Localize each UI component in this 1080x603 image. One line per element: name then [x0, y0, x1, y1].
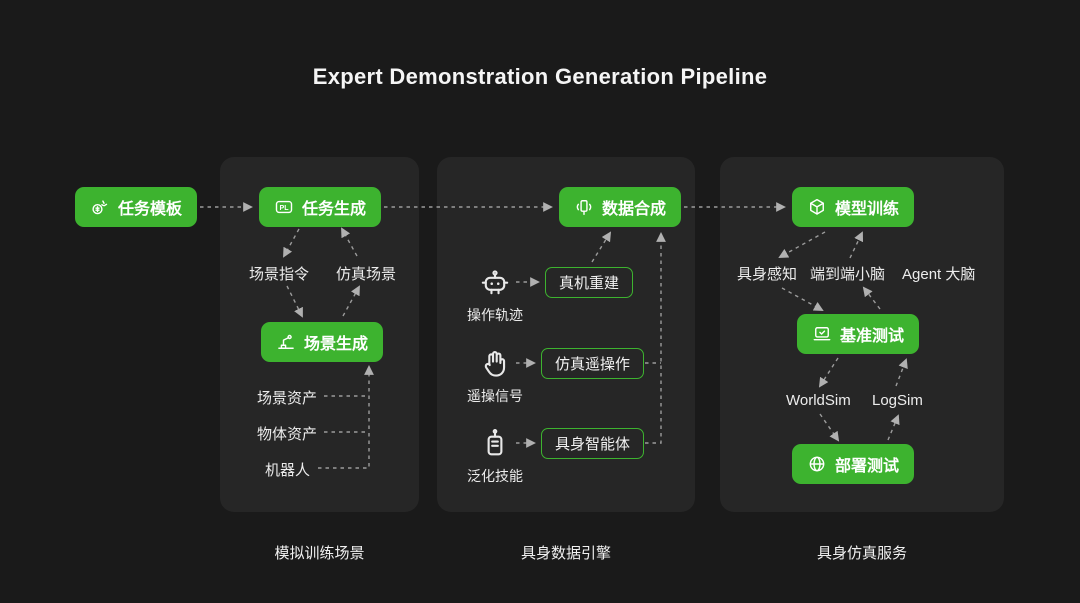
model-training-node: 模型训练	[792, 187, 915, 227]
scene-generation-node: 场景生成	[261, 322, 384, 362]
embodied-agent-box: 具身智能体	[541, 428, 645, 459]
data-synthesis-label: 数据合成	[602, 201, 667, 218]
generalized-skill-label: 泛化技能	[467, 468, 523, 484]
handheld-device-icon	[478, 426, 512, 460]
operation-trajectory-label: 操作轨迹	[467, 307, 523, 323]
end-to-end-cerebellum-label: 端到端小脑	[810, 266, 886, 283]
sim-teleoperation-box: 仿真遥操作	[541, 348, 645, 379]
task-generation-node: PL 任务生成	[259, 187, 382, 227]
task-template-label: 任务模板	[118, 201, 183, 218]
benchmark-test-label: 基准测试	[840, 328, 905, 345]
scene-generation-label: 场景生成	[304, 336, 369, 353]
logsim-label: LogSim	[872, 392, 923, 409]
robot-arm-icon	[276, 332, 296, 352]
object-assets-label: 物体资产	[257, 426, 318, 443]
deployment-test-label: 部署测试	[835, 458, 900, 475]
benchmark-test-node: 基准测试	[797, 314, 920, 354]
robot-assets-label: 机器人	[265, 462, 311, 479]
scene-command-label: 场景指令	[249, 266, 310, 283]
money-tasks-icon	[90, 197, 110, 217]
cube-icon	[807, 197, 827, 217]
teleoperation-signal-label: 遥操信号	[467, 388, 523, 404]
worldsim-label: WorldSim	[786, 392, 851, 409]
glove-icon	[478, 346, 512, 380]
real-machine-reconstruction-box: 真机重建	[545, 267, 634, 298]
task-generation-label: 任务生成	[302, 201, 367, 218]
deployment-test-node: 部署测试	[792, 444, 915, 484]
data-synthesis-node: 数据合成	[559, 187, 682, 227]
sim-scene-label: 仿真场景	[336, 266, 397, 283]
scene-assets-label: 场景资产	[257, 390, 318, 407]
embodied-perception-label: 具身感知	[737, 266, 798, 283]
laptop-icon	[812, 324, 832, 344]
globe-icon	[807, 454, 827, 474]
model-training-label: 模型训练	[835, 201, 900, 218]
broadcast-phone-icon	[574, 197, 594, 217]
pl-badge-icon: PL	[274, 197, 294, 217]
task-template-node: 任务模板	[75, 187, 198, 227]
caption-simulation-training: 模拟训练场景	[274, 545, 365, 562]
robot-head-icon	[478, 265, 512, 299]
page-title: Expert Demonstration Generation Pipeline	[312, 64, 768, 89]
caption-embodied-data-engine: 具身数据引擎	[520, 545, 611, 562]
svg-text:PL: PL	[279, 204, 289, 212]
agent-brain-label: Agent 大脑	[902, 266, 976, 283]
caption-embodied-sim-service: 具身仿真服务	[816, 545, 907, 562]
